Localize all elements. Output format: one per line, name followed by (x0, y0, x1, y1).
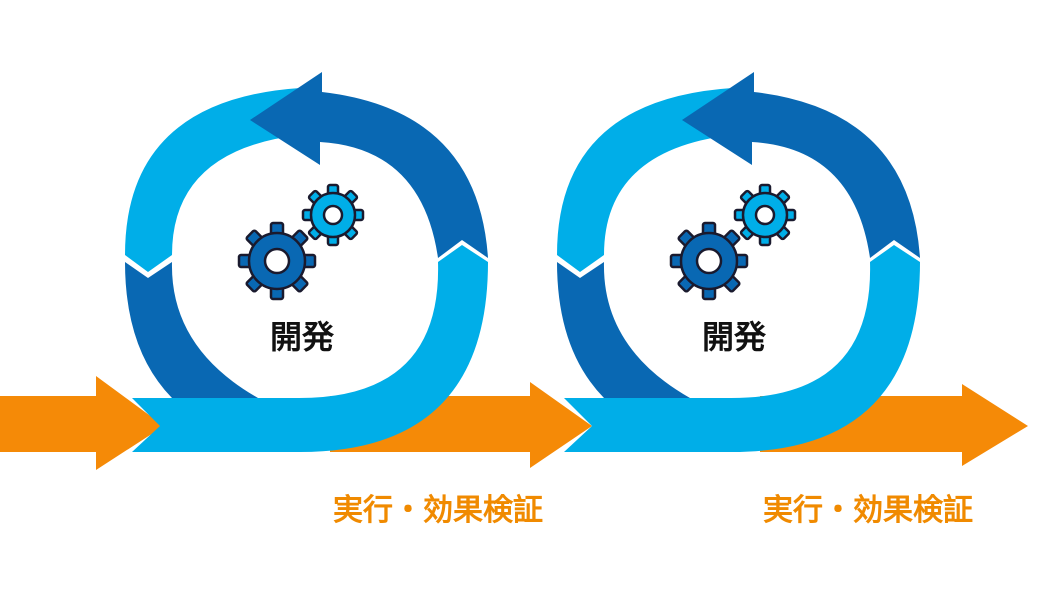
cycle-2-arc-top-left (557, 88, 732, 272)
cycle-1-caption: 実行・効果検証 (333, 493, 543, 528)
cycle-1: 開発 実行・効果検証 (125, 72, 543, 528)
cycle-1-arc-left (125, 262, 258, 398)
cycle-1-arc-bottom-sweep (132, 245, 488, 452)
cycle-1-label: 開発 (270, 318, 335, 356)
gear-icon (237, 221, 317, 301)
cycle-2-label: 開発 (702, 318, 767, 356)
cycle-2: 開発 実行・効果検証 (557, 72, 973, 528)
cycle-2-caption: 実行・効果検証 (763, 493, 973, 528)
timeline-arrow-start (0, 376, 164, 470)
gear-icon (733, 183, 797, 247)
cycle-2-arc-top-arrow (682, 72, 920, 258)
cycle-2-arc-bottom-sweep (564, 245, 920, 452)
cycle-2-arc-left (557, 262, 690, 398)
cycle-1-arc-top-arrow (250, 72, 488, 258)
cycle-1-arc-top-left (125, 88, 300, 272)
gear-icon (301, 183, 365, 247)
gear-icon (669, 221, 749, 301)
